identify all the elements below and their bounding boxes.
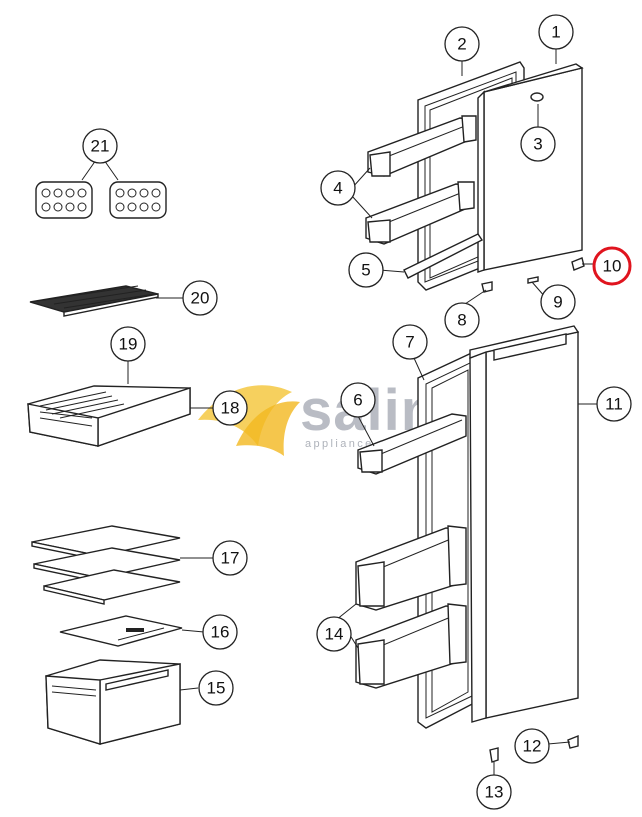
lower-door-bin (355, 525, 467, 611)
callout-9: 9 (540, 284, 576, 320)
door-handle (493, 333, 567, 361)
upper-door-assembly (365, 61, 585, 293)
glass-shelves (31, 525, 181, 605)
callout-12: 12 (514, 728, 550, 764)
upper-door-shelf (365, 181, 475, 245)
callouts: 1 2 3 4 5 6 7 8 9 10 11 12 13 14 15 16 1… (82, 14, 632, 810)
svg-text:10: 10 (603, 257, 622, 276)
callout-3: 3 (520, 126, 556, 162)
callout-15: 15 (198, 670, 234, 706)
upper-crisper-drawer (27, 385, 191, 447)
callout-19: 19 (110, 326, 146, 362)
svg-text:14: 14 (325, 625, 344, 644)
callout-6: 6 (340, 382, 376, 418)
callout-21: 21 (82, 128, 118, 164)
svg-text:18: 18 (221, 399, 240, 418)
lower-door-small-shelf (357, 413, 467, 475)
watermark-swoosh-icon (236, 401, 300, 456)
callout-4: 4 (320, 170, 356, 206)
svg-text:3: 3 (533, 135, 542, 154)
svg-text:21: 21 (91, 137, 110, 156)
wire-shelf (29, 285, 159, 317)
svg-text:16: 16 (211, 623, 230, 642)
hinge-bracket (571, 257, 585, 271)
upper-door-trim (403, 233, 484, 279)
svg-text:20: 20 (191, 289, 210, 308)
svg-text:12: 12 (523, 737, 542, 756)
svg-text:2: 2 (457, 35, 466, 54)
callout-20: 20 (182, 280, 218, 316)
lower-door-bin (355, 603, 467, 689)
callout-1: 1 (538, 14, 574, 50)
callout-5: 5 (348, 252, 384, 288)
svg-text:19: 19 (119, 335, 138, 354)
lower-door-panel (485, 331, 579, 719)
callout-16: 16 (202, 614, 238, 650)
callout-13: 13 (476, 774, 512, 810)
callout-8: 8 (444, 302, 480, 338)
lower-hinge (567, 734, 579, 749)
svg-text:4: 4 (333, 179, 342, 198)
callout-7: 7 (392, 324, 428, 360)
lower-door-assembly (355, 325, 580, 763)
svg-text:9: 9 (553, 293, 562, 312)
egg-trays (35, 181, 167, 219)
upper-door-shelf (367, 115, 477, 177)
svg-text:1: 1 (551, 23, 560, 42)
crisper-cover (59, 615, 183, 647)
svg-text:5: 5 (361, 261, 370, 280)
svg-text:13: 13 (485, 783, 504, 802)
svg-text:6: 6 (353, 391, 362, 410)
callout-2: 2 (444, 26, 480, 62)
callout-17: 17 (212, 540, 248, 576)
callout-14: 14 (316, 616, 352, 652)
callout-10: 10 (592, 246, 632, 286)
lower-crisper-drawer (45, 659, 181, 745)
bottom-hinge (489, 747, 499, 763)
svg-text:17: 17 (221, 549, 240, 568)
svg-text:15: 15 (207, 679, 226, 698)
svg-text:7: 7 (405, 333, 414, 352)
svg-text:8: 8 (457, 311, 466, 330)
door-stop (527, 276, 539, 284)
logo-badge (530, 92, 544, 102)
callout-11: 11 (596, 386, 632, 422)
callout-18: 18 (212, 390, 248, 426)
hinge-pin (481, 281, 493, 293)
svg-text:11: 11 (605, 395, 623, 414)
